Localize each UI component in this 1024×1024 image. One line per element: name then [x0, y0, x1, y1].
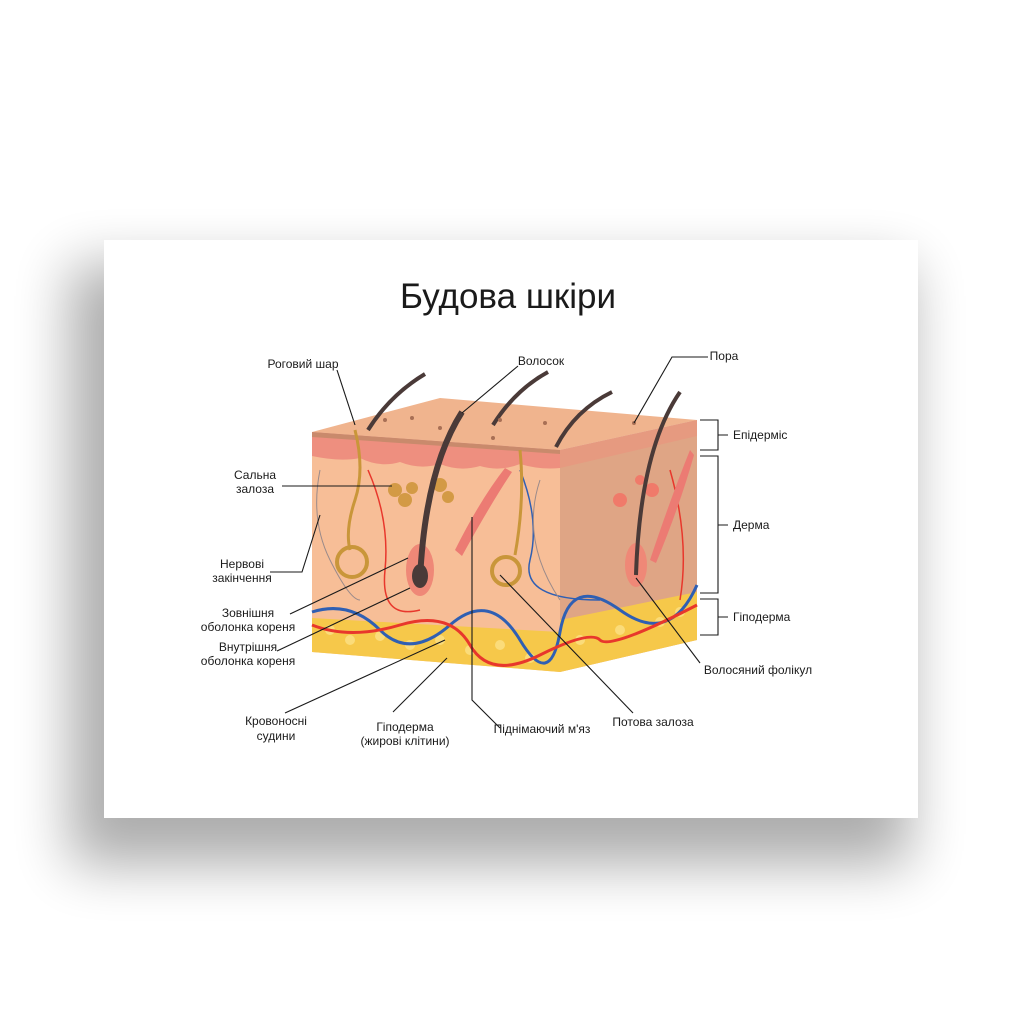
poster-title: Будова шкіри: [400, 277, 616, 316]
label-epidermis: Епідерміс: [733, 428, 787, 442]
label-inner-root-sheath-2: оболонка кореня: [201, 654, 295, 668]
label-hypodermis-fat-2: (жирові клітини): [360, 734, 449, 748]
label-outer-root-sheath-2: оболонка кореня: [201, 620, 295, 634]
label-hypodermis: Гіподерма: [733, 610, 791, 624]
label-sebaceous-gland: Сальна: [234, 468, 276, 482]
label-pore: Пора: [710, 349, 739, 363]
sweat-duct: [346, 429, 362, 551]
label-sweat-gland: Потова залоза: [612, 715, 694, 729]
nerve: [316, 469, 361, 601]
artery: [311, 603, 698, 667]
label-arrector-muscle: Піднімаючий м'яз: [494, 722, 591, 736]
right-face-epidermis: [560, 420, 697, 468]
label-hair: Волосок: [518, 354, 565, 368]
labels: Роговий шар Волосок Пора Епідерміс Дерма…: [201, 349, 812, 748]
skin-block-illustration: [311, 370, 699, 672]
skin-surface: [312, 398, 697, 450]
right-face-fat: [560, 592, 697, 672]
label-outer-root-sheath: Зовнішня: [222, 606, 274, 620]
label-blood-vessels-2: судини: [257, 729, 296, 743]
hair: [417, 410, 465, 581]
pores: [383, 416, 636, 440]
label-sebaceous-gland-2: залоза: [236, 482, 274, 496]
leader-lines: [270, 356, 728, 729]
label-inner-root-sheath: Внутрішня: [219, 640, 277, 654]
label-stratum-corneum: Роговий шар: [267, 357, 338, 371]
arrector-muscle: [455, 468, 512, 556]
label-blood-vessels: Кровоносні: [245, 714, 307, 728]
label-nerve-endings-2: закінчення: [212, 571, 271, 585]
label-nerve-endings: Нервові: [220, 557, 264, 571]
label-hypodermis-fat: Гіподерма: [376, 720, 434, 734]
sweat-gland-coil: [335, 545, 369, 579]
label-dermis: Дерма: [733, 518, 770, 532]
label-hair-follicle: Волосяний фолікул: [704, 663, 812, 677]
